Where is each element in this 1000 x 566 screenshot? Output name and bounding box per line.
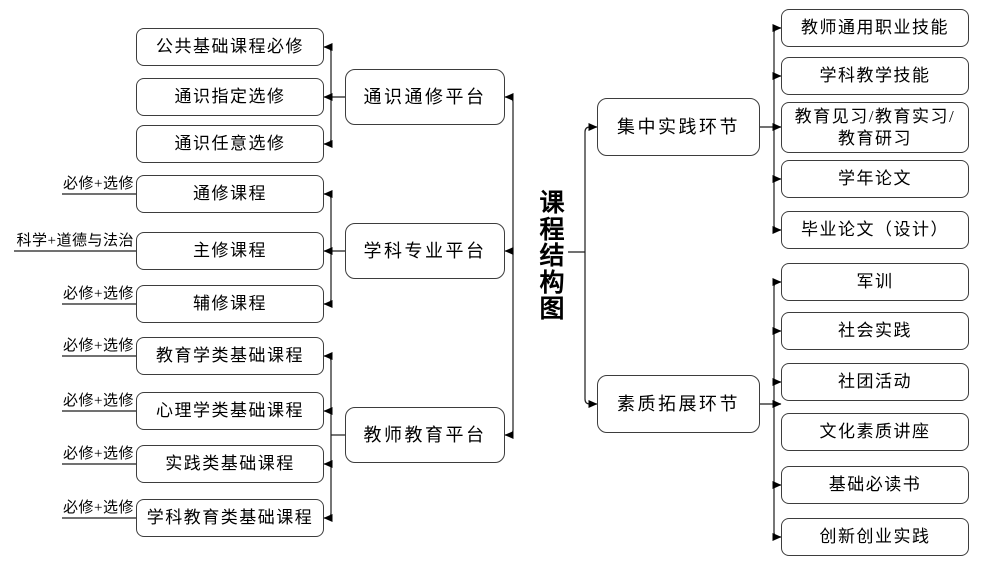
node-club-activities: 社团活动: [781, 363, 969, 401]
node-pedagogy-foundation: 教育学类基础课程: [136, 337, 324, 375]
edge-label-major-courses: 科学+道德与法治: [16, 233, 134, 249]
node-subject-major-platform: 学科专业平台: [345, 223, 505, 279]
edge-label-subject-education: 必修+选修: [63, 500, 134, 516]
node-concentrated-practice-stage: 集中实践环节: [597, 98, 760, 156]
node-culture-lectures: 文化素质讲座: [781, 413, 969, 451]
node-psychology-foundation: 心理学类基础课程: [136, 392, 324, 430]
node-quality-development-stage: 素质拓展环节: [597, 375, 760, 433]
node-innovation-practice: 创新创业实践: [781, 518, 969, 556]
node-general-education-platform: 通识通修平台: [345, 69, 505, 125]
node-general-free-elective: 通识任意选修: [136, 125, 324, 163]
node-annual-thesis: 学年论文: [781, 160, 969, 198]
edge-label-minor-courses: 必修+选修: [63, 286, 134, 302]
edge-label-psychology: 必修+选修: [63, 393, 134, 409]
node-military-training: 军训: [781, 263, 969, 301]
node-graduation-thesis: 毕业论文（设计）: [781, 211, 969, 249]
node-subject-education-foundation: 学科教育类基础课程: [136, 499, 324, 537]
node-basic-reading: 基础必读书: [781, 466, 969, 504]
node-education-internship: 教育见习/教育实习/ 教育研习: [781, 102, 969, 153]
node-social-practice: 社会实践: [781, 312, 969, 350]
diagram-title: 课程结构图: [539, 190, 565, 323]
edge-label-pedagogy: 必修+选修: [63, 338, 134, 354]
edge-label-common-courses: 必修+选修: [63, 176, 134, 192]
node-subject-teaching-skills: 学科教学技能: [781, 57, 969, 95]
node-general-designated-elective: 通识指定选修: [136, 78, 324, 116]
node-common-courses: 通修课程: [136, 175, 324, 213]
node-practice-foundation: 实践类基础课程: [136, 445, 324, 483]
node-major-courses: 主修课程: [136, 232, 324, 270]
edge-label-practice: 必修+选修: [63, 446, 134, 462]
node-teacher-general-skills: 教师通用职业技能: [781, 9, 969, 47]
node-minor-courses: 辅修课程: [136, 285, 324, 323]
node-teacher-education-platform: 教师教育平台: [345, 407, 505, 463]
node-public-basic-required: 公共基础课程必修: [136, 28, 324, 66]
